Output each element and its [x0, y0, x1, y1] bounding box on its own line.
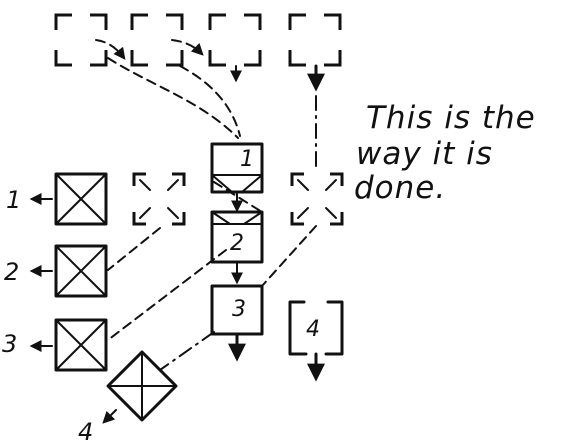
caption-line-3: done. [354, 170, 446, 206]
flow-stack3-to-out4 [159, 331, 215, 371]
output-box-2 [54, 244, 108, 298]
top-dashed-box-3 [208, 13, 262, 67]
mid-dashed-x-box-left [132, 172, 186, 226]
caption-line-2: way it is [356, 136, 493, 172]
flow-right-to-stack3 [261, 225, 317, 287]
arrow-out4 [102, 409, 117, 424]
flow-box2-to-stack [179, 65, 241, 137]
output-label-2: 2 [4, 258, 19, 286]
output-box-3 [54, 318, 108, 372]
output-box-1 [54, 172, 108, 226]
arrow-box2-to-box3 [171, 39, 204, 56]
top-dashed-box-2 [130, 13, 184, 67]
output-label-4: 4 [78, 418, 93, 446]
mid-dashed-x-box-right [290, 172, 344, 226]
stack-box-3: 3 [210, 284, 264, 336]
flow-to-stack1-from-left [213, 181, 263, 213]
stack-box-2: 2 [210, 210, 264, 264]
stack-box-1: 1 [210, 142, 264, 194]
stack-box-2-label: 2 [230, 231, 244, 256]
output-label-3: 3 [2, 330, 17, 358]
flow-box1-to-stack [107, 57, 239, 139]
arrow-box1-to-box2 [95, 39, 126, 60]
stack-box-3-label: 3 [232, 297, 246, 322]
output-box-4-diamond [106, 350, 178, 422]
flow-to-out2 [107, 227, 161, 271]
output-label-1: 1 [6, 186, 21, 214]
right-box-4-label: 4 [306, 317, 320, 342]
flow-stack-to-out3 [107, 249, 227, 341]
top-dashed-box-1 [54, 13, 108, 67]
right-box-4: 4 [288, 300, 344, 356]
stack-box-1-label: 1 [240, 147, 254, 172]
caption-line-1: This is the [366, 100, 536, 136]
top-dashed-box-4 [288, 13, 342, 67]
